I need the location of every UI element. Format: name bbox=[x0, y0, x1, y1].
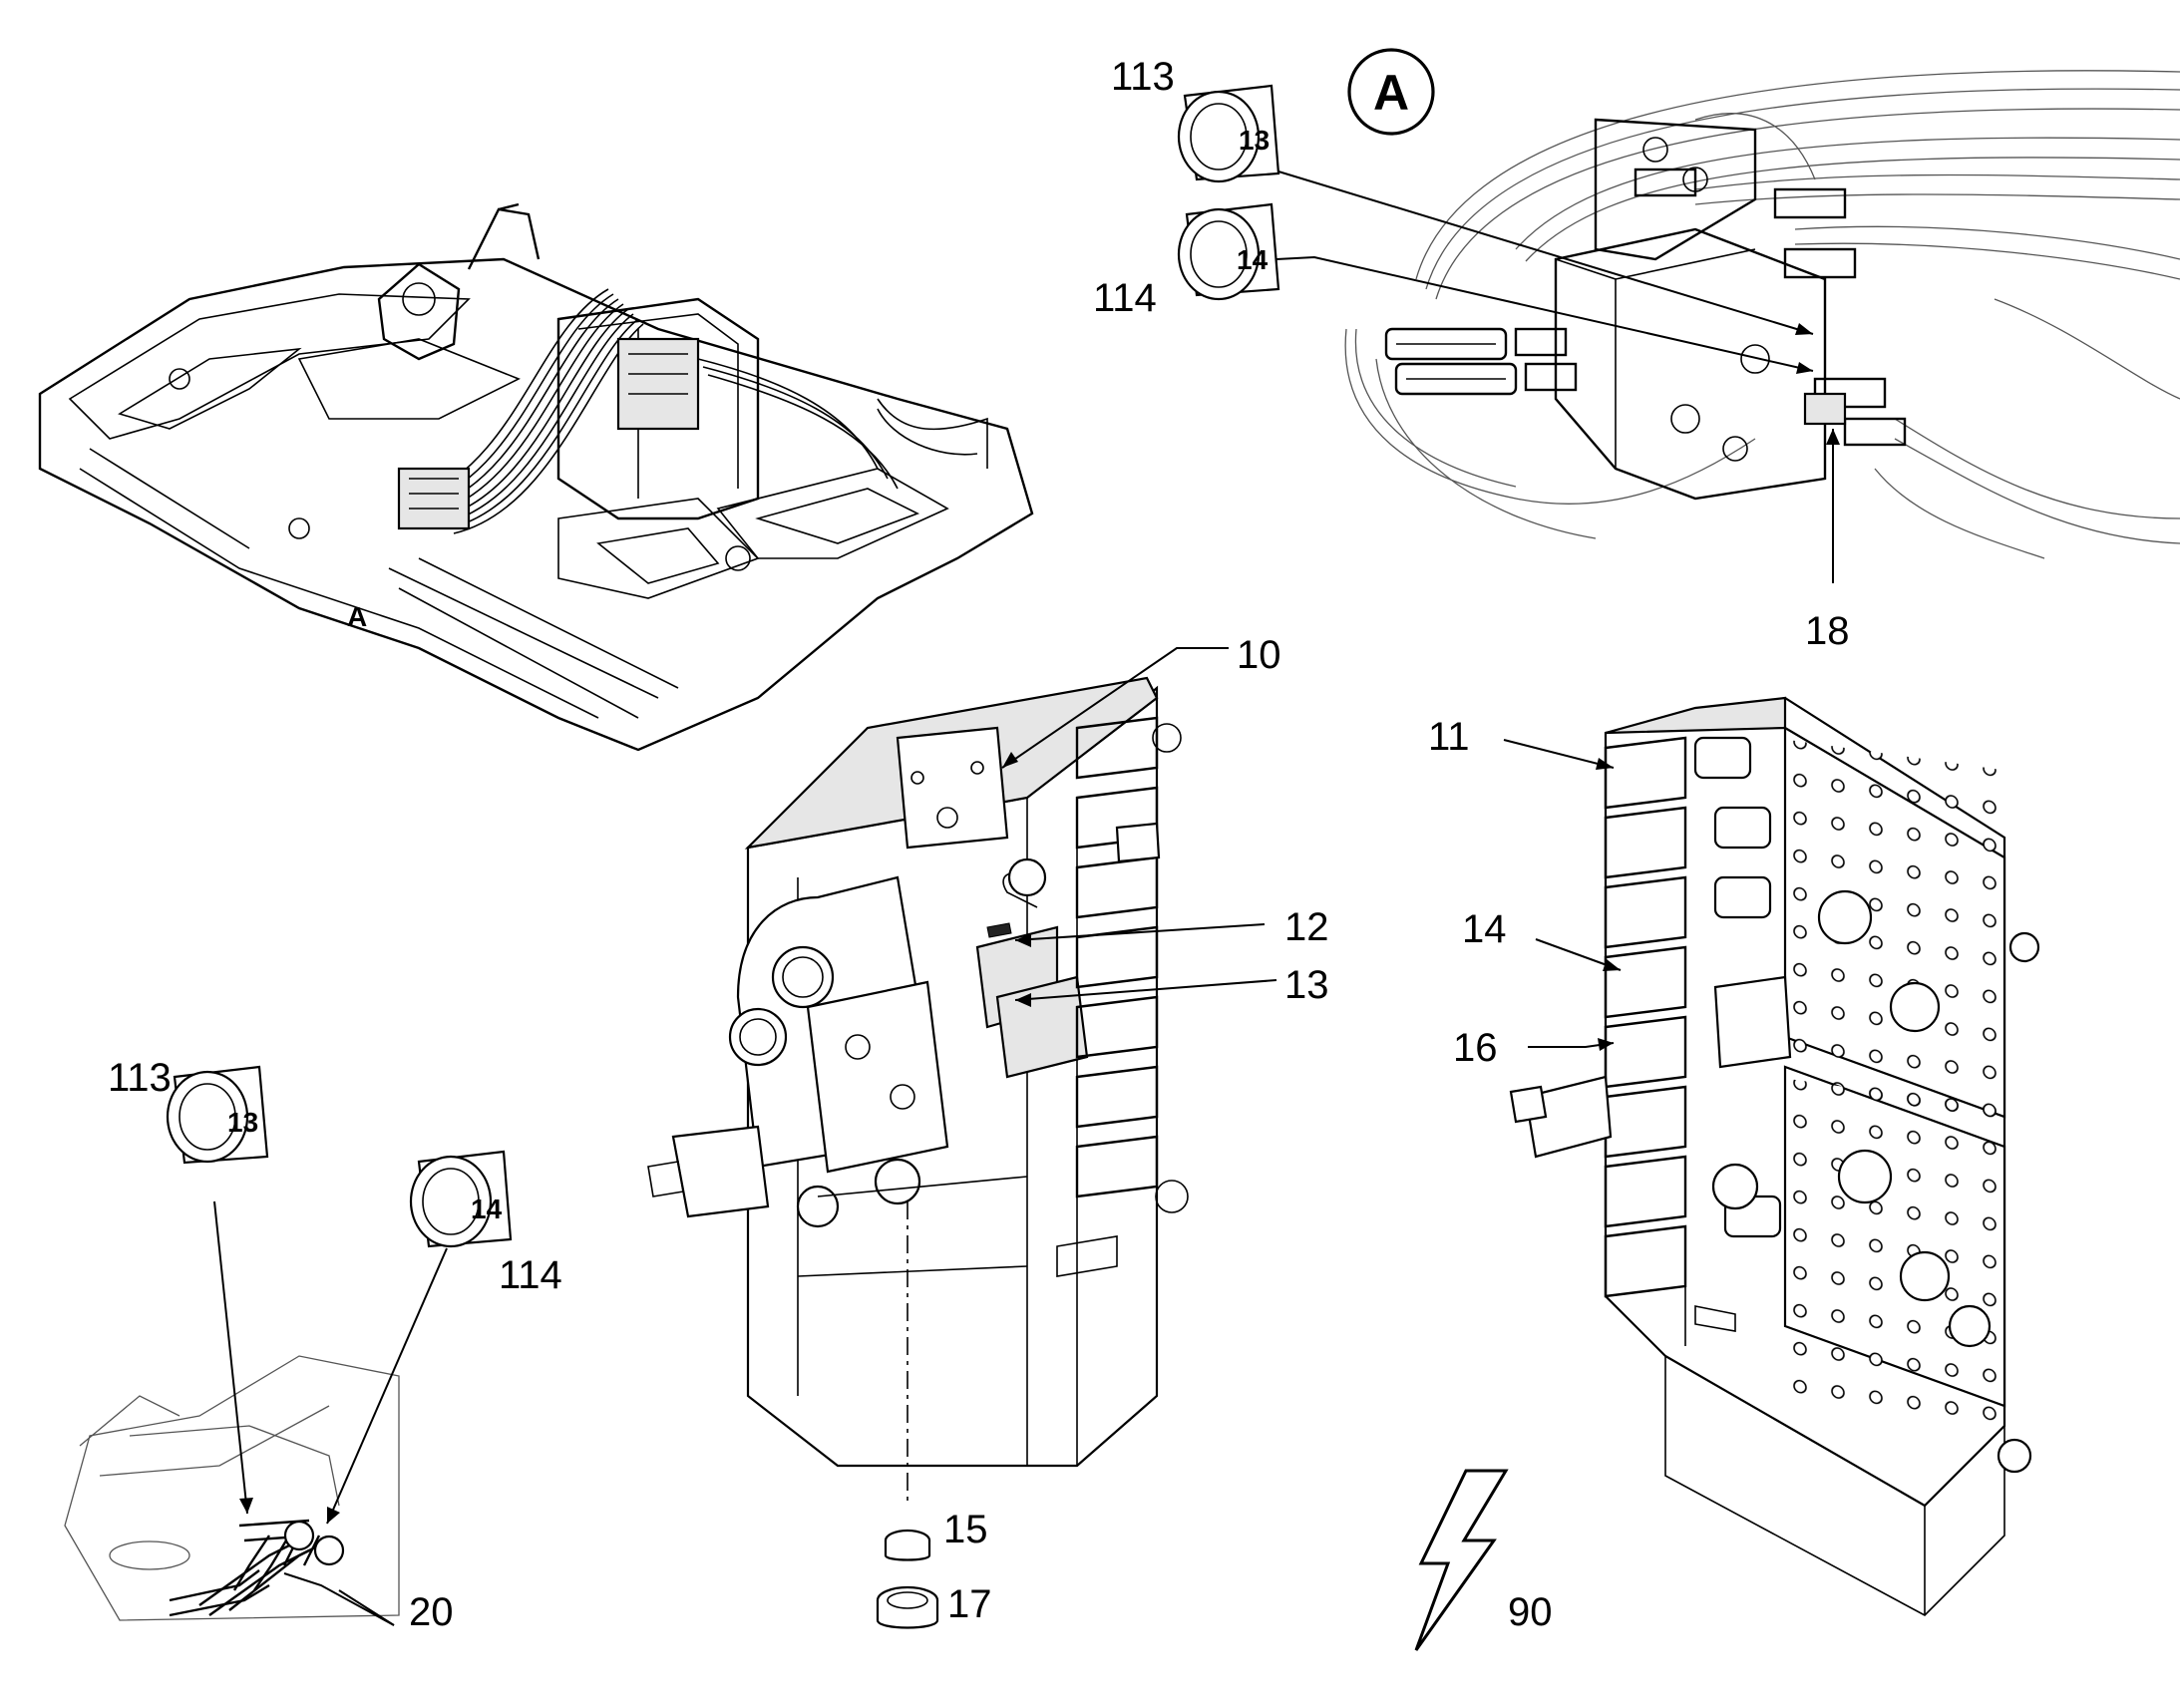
callout-12: 12 bbox=[1284, 905, 1329, 949]
cap-114-top-number: 14 bbox=[1237, 244, 1269, 275]
callout-113-left: 113 bbox=[108, 1056, 172, 1100]
callout-17: 17 bbox=[947, 1582, 992, 1626]
callout-11: 11 bbox=[1428, 715, 1470, 759]
callout-18: 18 bbox=[1805, 609, 1850, 653]
cap-113-left-number: 13 bbox=[227, 1107, 258, 1138]
cap-114-top: 14 bbox=[1177, 202, 1280, 301]
main-control-valve-front bbox=[647, 676, 1189, 1506]
callouts: 113 114 18 10 11 12 13 14 16 113 114 20 … bbox=[108, 55, 1850, 1634]
chassis-frame-overview: A bbox=[38, 202, 1034, 752]
callout-13: 13 bbox=[1284, 963, 1329, 1007]
detail-a-letter: A bbox=[1373, 65, 1409, 121]
cap-113-top-number: 13 bbox=[1239, 125, 1270, 156]
callout-15: 15 bbox=[943, 1508, 988, 1551]
cap-114-left: 14 bbox=[409, 1150, 513, 1248]
callout-10: 10 bbox=[1237, 633, 1281, 677]
callout-90: 90 bbox=[1508, 1590, 1553, 1634]
cap-113-left: 13 bbox=[166, 1065, 269, 1165]
callout-16: 16 bbox=[1453, 1026, 1498, 1070]
callout-113-top: 113 bbox=[1111, 55, 1175, 99]
lightning-bolt-icon bbox=[1414, 1469, 1509, 1651]
leader-arrowheads bbox=[239, 323, 1840, 1524]
hose-end-subview bbox=[64, 1355, 400, 1621]
detail-a-valve-hoses: A bbox=[1344, 48, 2180, 559]
callout-114-top: 114 bbox=[1093, 276, 1157, 320]
plug-17 bbox=[876, 1585, 939, 1629]
callout-14: 14 bbox=[1462, 907, 1507, 951]
callout-114-left: 114 bbox=[499, 1253, 562, 1297]
cap-113-top: 13 bbox=[1177, 84, 1280, 183]
main-control-valve-rear bbox=[1509, 696, 2040, 1616]
cap-114-left-number: 14 bbox=[471, 1194, 503, 1224]
plug-15 bbox=[884, 1529, 931, 1561]
detail-a-circle bbox=[1347, 48, 1435, 136]
detail-label-a: A bbox=[347, 601, 367, 632]
leader-lines bbox=[213, 171, 1834, 1626]
callout-20: 20 bbox=[409, 1590, 454, 1634]
